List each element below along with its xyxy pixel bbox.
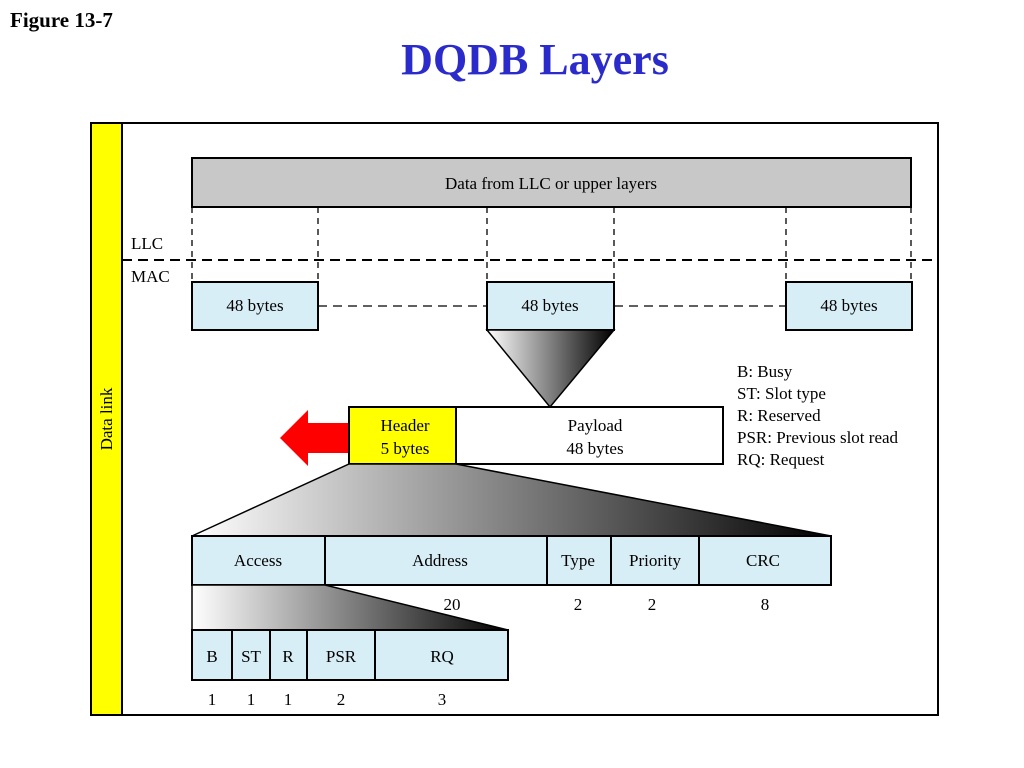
- field-type-size: 2: [574, 595, 583, 614]
- payload-label: Payload: [568, 416, 623, 435]
- page-title: DQDB Layers: [401, 35, 669, 84]
- payload-box: [455, 406, 724, 465]
- field-access-label: Access: [234, 551, 282, 570]
- field-crc-label: CRC: [746, 551, 780, 570]
- segment-label-2: 48 bytes: [521, 296, 578, 315]
- subfield-r-size: 1: [284, 690, 293, 709]
- left-arrow: [280, 410, 349, 466]
- segment-box-3: [785, 281, 913, 331]
- subfield-psr-label: PSR: [326, 647, 357, 666]
- subfield-b-size: 1: [208, 690, 217, 709]
- field-address-size: 20: [444, 595, 461, 614]
- subfield-b-label: B: [206, 647, 217, 666]
- header-label: Header: [380, 416, 429, 435]
- subfield-psr-size: 2: [337, 690, 346, 709]
- field-priority-label: Priority: [629, 551, 681, 570]
- subfield-rq-size: 3: [438, 690, 447, 709]
- data-link-label: Data link: [97, 387, 116, 450]
- legend-slot-type: ST: Slot type: [737, 384, 826, 403]
- field-address-label: Address: [412, 551, 468, 570]
- field-crc: [698, 535, 832, 586]
- subfield-b: [191, 629, 233, 681]
- subfield-r: [269, 629, 308, 681]
- payload-size: 48 bytes: [566, 439, 623, 458]
- segment-label-1: 48 bytes: [226, 296, 283, 315]
- payload-funnel: [485, 329, 616, 409]
- llc-data-label: Data from LLC or upper layers: [445, 174, 657, 193]
- segment-dividers: [191, 207, 912, 282]
- segment-box-1: [191, 281, 319, 331]
- llc-data-box: [191, 157, 912, 208]
- subfield-st-size: 1: [247, 690, 256, 709]
- subfield-rq: [374, 629, 509, 681]
- legend-request: RQ: Request: [737, 450, 825, 469]
- header-size: 5 bytes: [381, 439, 430, 458]
- field-priority-size: 2: [648, 595, 657, 614]
- legend-previous-slot-read: PSR: Previous slot read: [737, 428, 899, 447]
- subfield-rq-label: RQ: [430, 647, 454, 666]
- field-type-label: Type: [561, 551, 595, 570]
- segment-label-3: 48 bytes: [820, 296, 877, 315]
- subfield-st-label: ST: [241, 647, 261, 666]
- segment-box-2: [486, 281, 615, 331]
- legend-reserved: R: Reserved: [737, 406, 821, 425]
- figure-label: Figure 13-7: [10, 8, 113, 32]
- mac-label: MAC: [131, 267, 170, 286]
- field-crc-size: 8: [761, 595, 770, 614]
- legend-busy: B: Busy: [737, 362, 793, 381]
- field-type: [546, 535, 612, 586]
- field-access: [191, 535, 326, 586]
- subfield-psr: [306, 629, 376, 681]
- data-link-bar: [90, 122, 123, 716]
- subfield-r-label: R: [282, 647, 294, 666]
- llc-label: LLC: [131, 234, 163, 253]
